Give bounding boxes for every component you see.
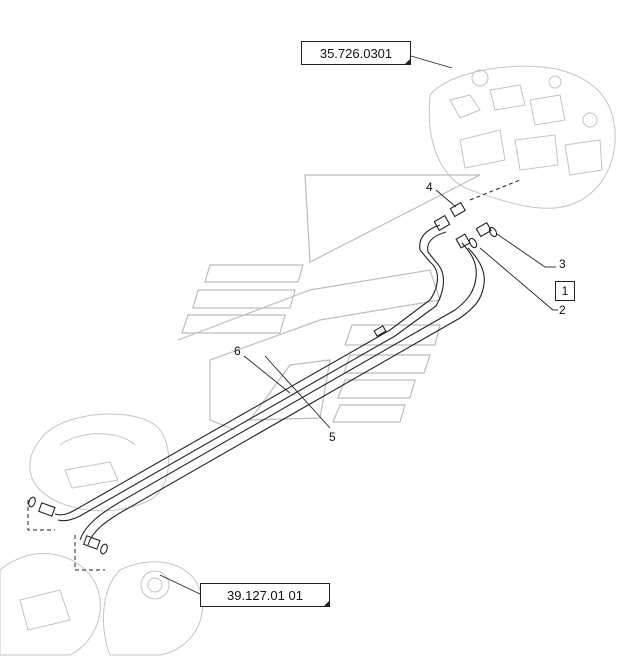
callout-4: 4	[426, 180, 433, 194]
callout-3: 3	[559, 257, 566, 271]
reference-corner-icon	[404, 58, 411, 65]
gearbox-ghost	[0, 413, 204, 656]
callout-2: 2	[559, 303, 566, 317]
reference-label-bottom[interactable]: 39.127.01 01	[200, 583, 330, 607]
callout-6: 6	[234, 344, 241, 358]
reference-text-bottom: 39.127.01 01	[227, 587, 303, 603]
ghost-logo	[177, 174, 481, 431]
reference-corner-icon	[323, 600, 330, 607]
callout-5: 5	[329, 430, 336, 444]
dashed-guides	[27, 179, 521, 571]
reference-text-top: 35.726.0301	[319, 45, 393, 61]
callout-1: 1	[561, 284, 569, 298]
valve-block-ghost	[428, 65, 616, 209]
reference-label-top[interactable]: 35.726.0301	[301, 41, 411, 65]
pipe-assembly	[28, 201, 498, 555]
callout-1-box[interactable]: 1	[555, 281, 575, 301]
leader-lines	[159, 55, 558, 595]
